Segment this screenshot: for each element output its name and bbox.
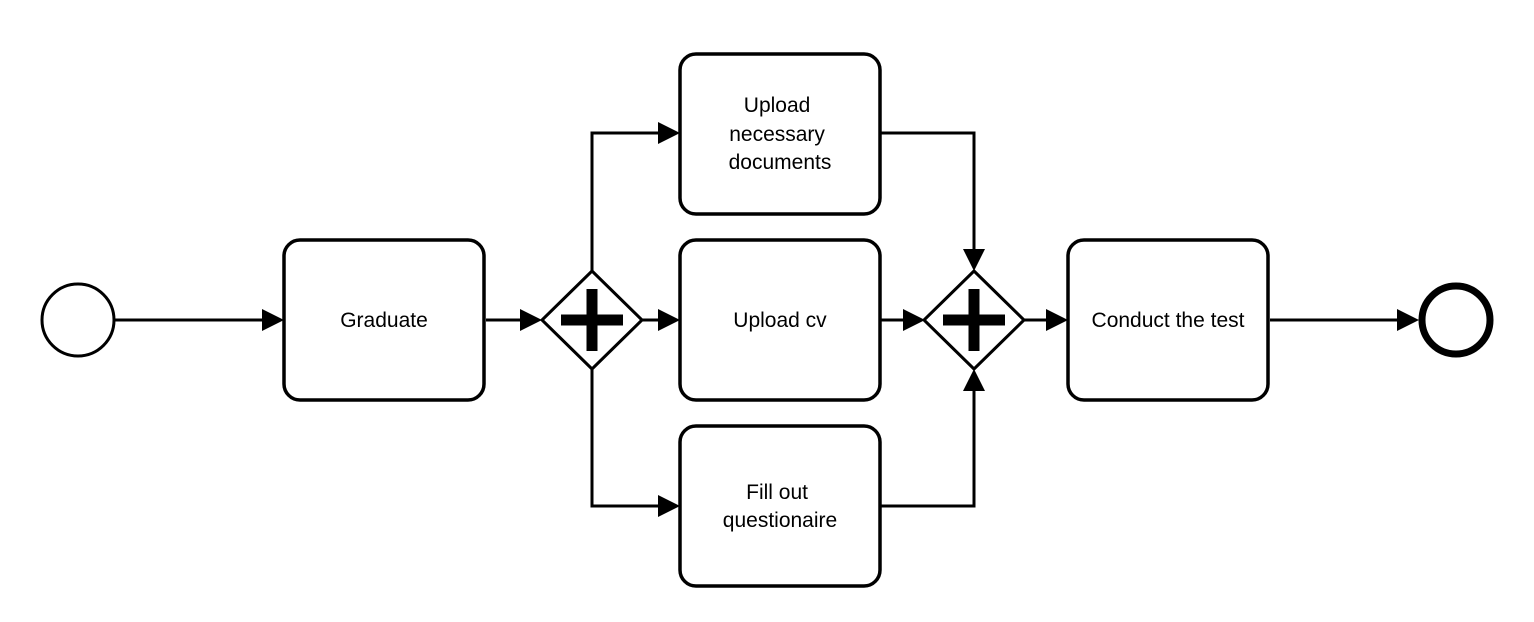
arrowhead-fill-questionnaire (658, 495, 680, 517)
flow-upload-documents-to-join[interactable] (881, 131, 976, 255)
task-conduct-test[interactable]: Conduct the test (1066, 238, 1270, 402)
task-fill-questionnaire[interactable]: Fill out questionaire (678, 424, 882, 588)
task-label: Upload necessary documents (729, 94, 832, 174)
parallel-gateway-join[interactable] (921, 268, 1027, 372)
arrowhead-end (1397, 309, 1419, 331)
flow-split-to-upload-documents[interactable] (590, 131, 665, 271)
arrowhead-split (520, 309, 542, 331)
arrowhead-conduct-test (1046, 309, 1068, 331)
arrowhead-join-left (903, 309, 925, 331)
task-label: Upload cv (733, 309, 827, 332)
arrowhead-join-top (963, 249, 985, 271)
parallel-gateway-split[interactable] (539, 268, 645, 372)
task-upload-cv[interactable]: Upload cv (678, 238, 882, 402)
task-graduate[interactable]: Graduate (282, 238, 486, 402)
end-event[interactable] (1418, 282, 1494, 358)
arrowhead-join-bottom (963, 369, 985, 391)
arrowhead-graduate (262, 309, 284, 331)
sequence-flows (115, 122, 1419, 517)
task-upload-documents[interactable]: Upload necessary documents (678, 52, 882, 216)
flow-split-to-fill-questionnaire[interactable] (590, 369, 665, 508)
flow-fill-questionnaire-to-join[interactable] (881, 385, 976, 508)
task-label: Fill out questionaire (723, 481, 837, 532)
arrowhead-upload-documents (658, 122, 680, 144)
task-label: Graduate (340, 309, 428, 332)
start-event[interactable] (40, 282, 116, 358)
task-label: Conduct the test (1092, 309, 1245, 332)
arrowhead-upload-cv (658, 309, 680, 331)
